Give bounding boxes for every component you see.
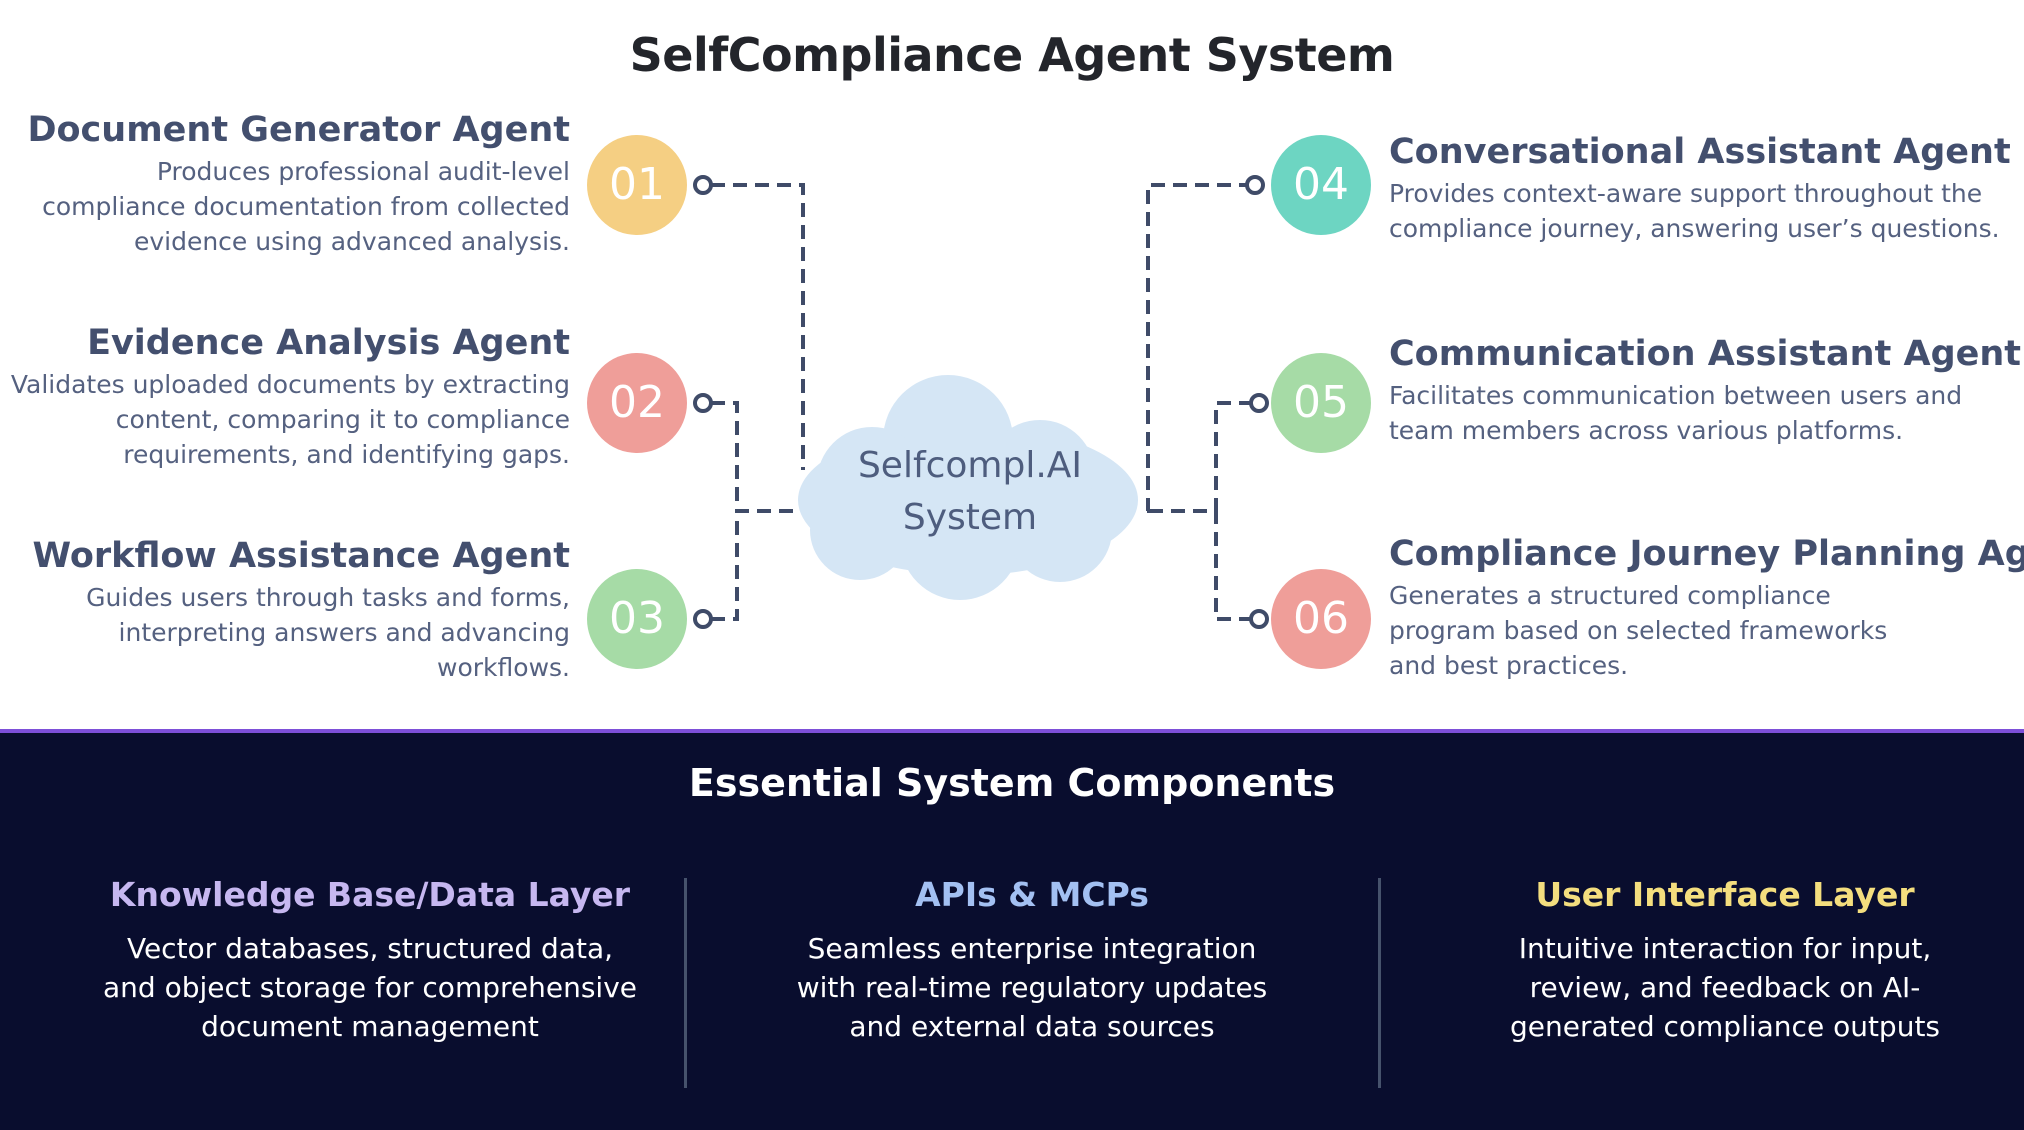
agent-number-01: 01 [587,135,687,235]
component-title: Knowledge Base/Data Layer [109,875,631,914]
agent-name: Compliance Journey Planning Agent [1389,534,2024,574]
components-title: Essential System Components [688,761,1336,805]
agent-conversational-assistant: Conversational Assistant Agent Provides … [1389,130,2019,246]
component-title: User Interface Layer [1535,875,1915,914]
connector-dot-01 [693,175,713,195]
connector-dot-03 [693,609,713,629]
component-user-interface: User Interface Layer Intuitive interacti… [1425,873,2024,1046]
connector-dot-02 [693,393,713,413]
agent-compliance-journey-planning: Compliance Journey Planning Agent Genera… [1389,532,2024,683]
connector-dot-04 [1245,175,1265,195]
component-divider [684,878,687,1088]
connector-dot-05 [1249,393,1269,413]
connector-04 [1145,183,1253,513]
component-description: Vector databases, structured data, and o… [102,932,637,1043]
agent-description: Facilitates communication between users … [1389,381,1963,445]
agent-name: Workflow Assistance Agent [32,536,571,576]
agent-name: Evidence Analysis Agent [87,323,570,363]
connector-diagram [693,175,1269,629]
agent-description: Provides context-aware support throughou… [1389,179,2000,243]
center-system-label: Selfcompl.AI System [857,445,1083,538]
component-apis-mcps: APIs & MCPs Seamless enterprise integrat… [732,873,1332,1046]
component-knowledge-base: Knowledge Base/Data Layer Vector databas… [70,873,670,1046]
connector-05 [1142,401,1253,513]
component-description: Seamless enterprise integration with rea… [796,932,1268,1043]
agent-communication-assistant: Communication Assistant Agent Facilitate… [1389,332,2022,448]
agent-number-06: 06 [1271,569,1371,669]
connector-03 [711,511,739,621]
agent-description: Validates uploaded documents by extracti… [10,370,570,469]
agent-document-generator: Document Generator Agent Produces profes… [10,108,570,259]
cloud-icon [798,375,1138,600]
component-title: APIs & MCPs [915,875,1149,914]
agent-name: Document Generator Agent [27,110,570,150]
component-description: Intuitive interaction for input, review,… [1509,932,1941,1043]
agent-number-05: 05 [1271,353,1371,453]
connector-02 [711,401,800,513]
agent-name: Conversational Assistant Agent [1389,132,2011,172]
agent-description: Generates a structured compliance progra… [1389,581,1888,680]
connector-06 [1214,511,1253,621]
page-title: SelfCompliance Agent System [629,28,1395,82]
connector-dot-06 [1249,609,1269,629]
agent-number-04: 04 [1271,135,1371,235]
agent-workflow-assistance: Workflow Assistance Agent Guides users t… [10,534,571,685]
agent-name: Communication Assistant Agent [1389,334,2022,374]
agent-evidence-analysis: Evidence Analysis Agent Validates upload… [10,321,570,472]
connector-01 [711,183,805,470]
agent-number-02: 02 [587,353,687,453]
component-divider [1378,878,1381,1088]
components-panel: Essential System Components Knowledge Ba… [0,729,2024,1130]
agent-number-03: 03 [587,569,687,669]
agent-description: Produces professional audit-level compli… [42,157,570,256]
agent-description: Guides users through tasks and forms, in… [86,583,570,682]
